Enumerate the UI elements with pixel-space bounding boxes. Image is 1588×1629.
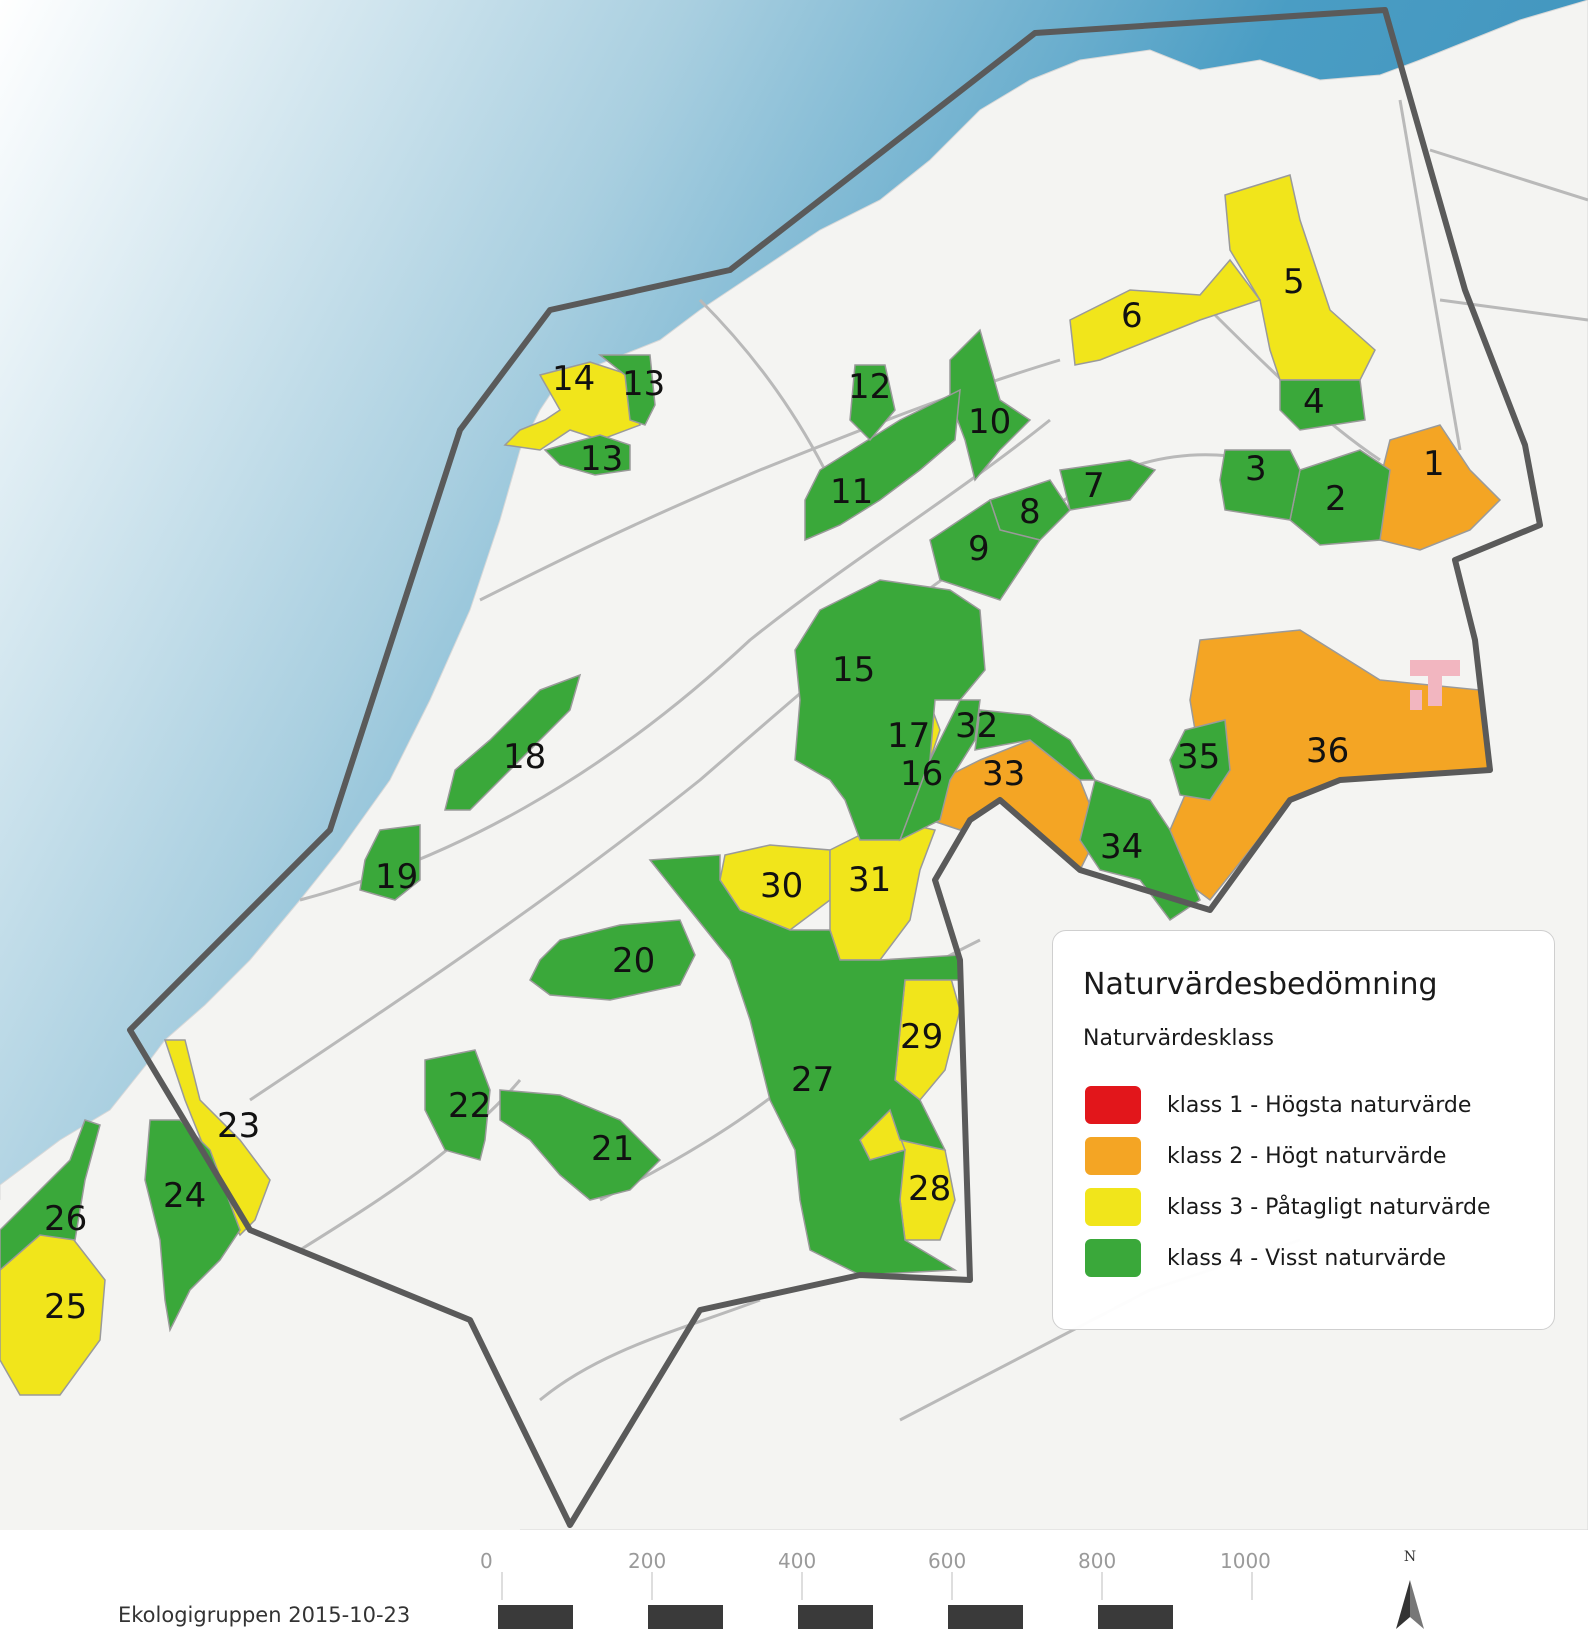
scale-tick: 200 [628,1549,666,1573]
area-13 [597,354,656,426]
area-label: 5 [1283,262,1305,302]
scale-tick: 400 [778,1549,816,1573]
area-label: 9 [968,529,990,569]
area-label: 20 [612,941,655,981]
legend-item-klass2: klass 2 - Högt naturvärde [1085,1136,1446,1176]
area-label: 24 [163,1176,206,1216]
legend-label: klass 2 - Högt naturvärde [1167,1143,1447,1169]
scale-tick: 600 [928,1549,966,1573]
credit-text: Ekologigruppen 2015-10-23 [118,1603,411,1627]
area-20 [529,919,696,1001]
area-label: 29 [900,1017,943,1057]
area-32 [974,709,1097,781]
scale-tick: 0 [480,1549,493,1573]
area-label: 10 [968,402,1011,442]
area-label: 15 [832,650,875,690]
area-label: 14 [552,359,595,399]
area-23 [163,1039,271,1237]
area-labels: 1 2 3 4 5 6 7 8 9 10 11 12 13 13 14 15 1… [44,262,1445,1327]
legend-item-klass3: klass 3 - Påtagligt naturvärde [1085,1187,1491,1227]
legend-title: Naturvärdesbedömning [1083,967,1438,1002]
area-label: 13 [580,439,623,479]
area-label: 33 [982,754,1025,794]
swatch-klass2 [1085,1137,1141,1175]
area-4 [1279,379,1366,431]
area-label: 2 [1325,479,1347,519]
legend-label: klass 3 - Påtagligt naturvärde [1167,1194,1491,1220]
scale-bar: 0 200 400 600 800 1000 [480,1549,1271,1629]
area-label: 17 [887,716,930,756]
area-label: 30 [760,866,803,906]
area-label: 12 [848,367,891,407]
area-label: 19 [375,857,418,897]
area-label: 28 [908,1169,951,1209]
area-label: 7 [1083,466,1105,506]
building-pink [1410,660,1460,710]
study-boundary [127,7,1543,1528]
scale-tick: 800 [1078,1549,1116,1573]
area-12 [849,364,896,442]
area-label: 16 [900,754,943,794]
area-label: 11 [830,472,873,512]
area-18 [444,673,582,811]
area-7 [1059,459,1157,511]
legend-label: klass 4 - Visst naturvärde [1167,1245,1447,1271]
area-label: 36 [1306,731,1349,771]
area-label: 6 [1121,296,1143,336]
area-22 [424,1049,491,1161]
scale-tick: 1000 [1220,1549,1271,1573]
area-label: 21 [591,1129,634,1169]
area-label: 26 [44,1199,87,1239]
area-label: 23 [217,1106,260,1146]
area-13b [543,434,631,476]
legend-label: klass 1 - Högsta naturvärde [1167,1092,1472,1118]
area-label: 13 [622,364,665,404]
area-label: 35 [1177,737,1220,777]
area-25 [0,1229,106,1396]
swatch-klass3 [1085,1188,1141,1226]
area-label: 25 [44,1287,87,1327]
area-label: 34 [1100,827,1143,867]
area-19 [359,824,421,901]
legend-item-klass4: klass 4 - Visst naturvärde [1085,1238,1446,1278]
swatch-klass1 [1085,1086,1141,1124]
area-label: 18 [503,737,546,777]
area-21 [499,1089,662,1201]
area-label: 8 [1019,492,1041,532]
area-34 [1079,779,1201,922]
area-label: 3 [1245,449,1267,489]
land-southwest [0,1170,520,1530]
area-11 [804,388,961,542]
area-16 [898,699,981,842]
area-label: 1 [1423,444,1445,484]
area-26 [0,1119,101,1271]
north-arrow-icon: N [1396,1549,1424,1629]
legend-item-klass1: klass 1 - Högsta naturvärde [1085,1085,1471,1125]
legend-subtitle: Naturvärdesklass [1083,1026,1274,1051]
area-label: 27 [791,1060,834,1100]
area-label: 32 [955,706,998,746]
area-6 [1069,258,1262,366]
area-3 [1219,449,1301,521]
area-9 [929,498,1042,601]
area-35 [1169,719,1231,801]
area-label: 4 [1303,382,1325,422]
swatch-klass4 [1085,1239,1141,1277]
area-label: 31 [848,860,891,900]
north-label: N [1404,1549,1416,1565]
area-27 [648,854,961,1276]
area-label: 22 [448,1086,491,1126]
legend: Naturvärdesbedömning Naturvärdesklass kl… [1052,930,1555,1330]
